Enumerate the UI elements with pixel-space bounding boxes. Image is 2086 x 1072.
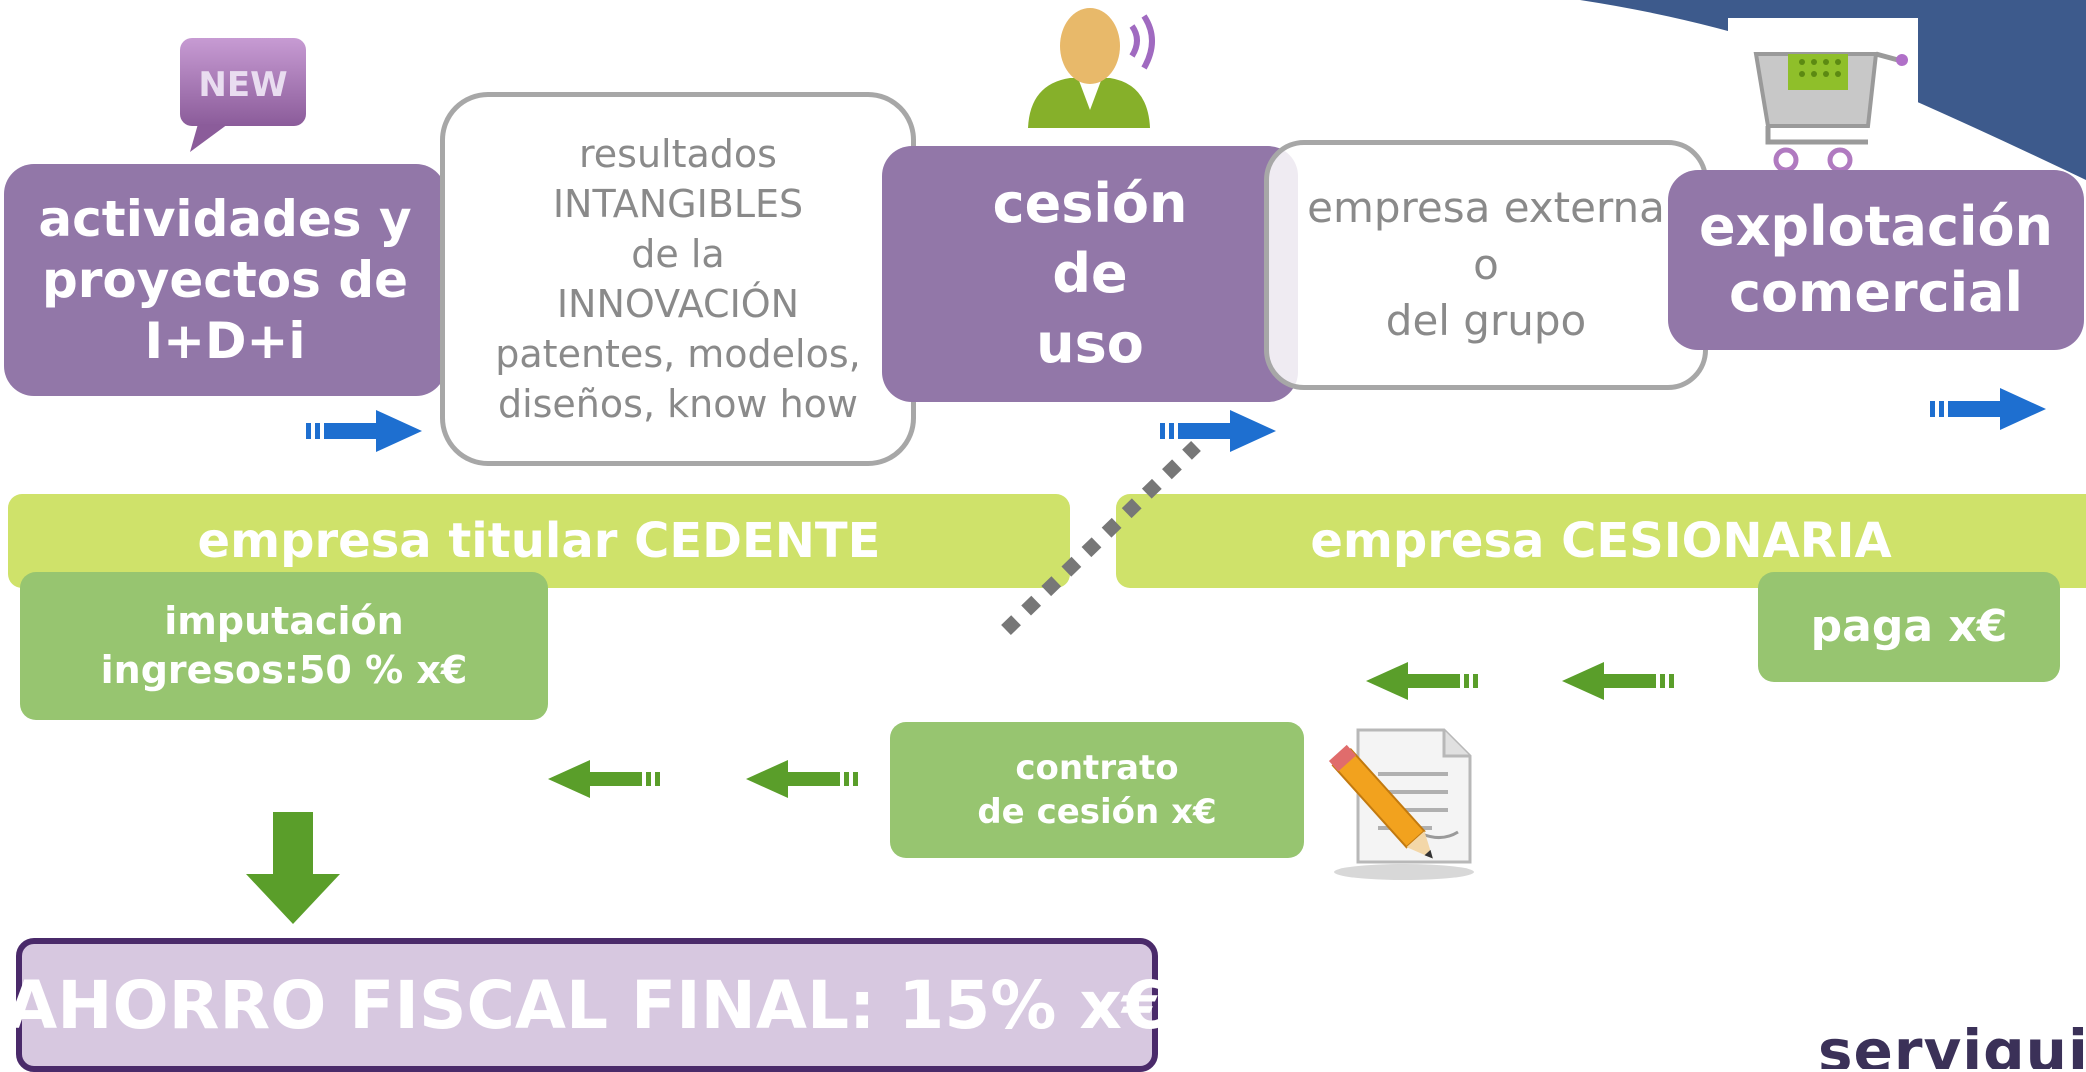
box-commercial-line-2: comercial (1728, 261, 2024, 324)
contract-line-2: de cesión x€ (977, 792, 1217, 832)
box-intangible-line-4: INNOVACIÓN (556, 282, 800, 326)
box-external-company: empresa externa o del grupo (1264, 140, 1708, 390)
band-cesionaria: empresa CESIONARIA (1116, 494, 2086, 588)
box-assignment-line-1: cesión (992, 171, 1188, 235)
box-id-projects: actividades y proyectos de I+D+i (4, 164, 446, 396)
green-arrow-left-icon (548, 760, 660, 798)
corner-swoosh (1580, 0, 2086, 180)
box-external-line-3: del grupo (1385, 296, 1587, 346)
blue-arrow-right-icon (306, 410, 422, 452)
box-assignment-line-3: uso (1036, 312, 1144, 376)
new-badge-icon: NEW (178, 38, 308, 156)
box-intangible-line-3: de la (631, 231, 725, 276)
dotted-divider (1001, 440, 1201, 636)
box-external-line-1: empresa externa (1307, 182, 1665, 232)
payment-label: paga x€ (1810, 601, 2008, 653)
brand-logo: serviguide (1818, 1022, 2086, 1069)
box-commercial-exploitation: explotación comercial (1668, 170, 2084, 350)
box-assignment-of-use: cesión de uso (882, 146, 1298, 402)
band-cedente-label: empresa titular CEDENTE (197, 513, 881, 569)
blue-arrow-right-icon (1930, 388, 2046, 430)
box-id-line-1: actividades y (38, 189, 412, 248)
imputation-line-2: ingresos:50 % x€ (100, 648, 468, 692)
box-id-line-2: proyectos de (41, 250, 409, 309)
blue-arrow-right-icon (1160, 410, 1276, 452)
band-cedente: empresa titular CEDENTE (8, 494, 1070, 588)
box-assignment-contract: contrato de cesión x€ (890, 722, 1304, 858)
contract-line-1: contrato (1015, 747, 1179, 788)
box-external-line-2: o (1473, 239, 1499, 289)
green-arrow-left-icon (1562, 662, 1674, 700)
band-cesionaria-label: empresa CESIONARIA (1310, 513, 1892, 569)
green-arrow-left-icon (1366, 662, 1478, 700)
box-intangible-results: resultados INTANGIBLES de la INNOVACIÓN … (440, 92, 916, 466)
green-arrow-down-icon (246, 812, 340, 924)
shopping-cart-icon (1728, 18, 1918, 173)
imputation-line-1: imputación (164, 598, 404, 643)
box-income-imputation: imputación ingresos:50 % x€ (20, 572, 548, 720)
box-final-tax-saving: AHORRO FISCAL FINAL: 15% x€ (6, 938, 1168, 1072)
box-intangible-line-5: patentes, modelos, (495, 332, 861, 377)
box-payment: paga x€ (1758, 572, 2060, 682)
box-commercial-line-1: explotación (1698, 195, 2054, 259)
box-id-line-3: I+D+i (144, 311, 306, 370)
brand-logo-text: serviguide (1818, 1022, 2086, 1069)
new-badge-label: NEW (198, 65, 287, 105)
box-intangible-line-1: resultados (579, 131, 777, 176)
contract-document-icon (1312, 722, 1480, 882)
box-intangible-line-2: INTANGIBLES (552, 181, 804, 226)
box-assignment-line-2: de (1052, 241, 1128, 305)
final-tax-saving-label: AHORRO FISCAL FINAL: 15% x€ (6, 966, 1168, 1044)
speaking-person-icon (1020, 6, 1170, 134)
box-intangible-line-6: diseños, know how (497, 382, 859, 427)
green-arrow-left-icon (746, 760, 858, 798)
